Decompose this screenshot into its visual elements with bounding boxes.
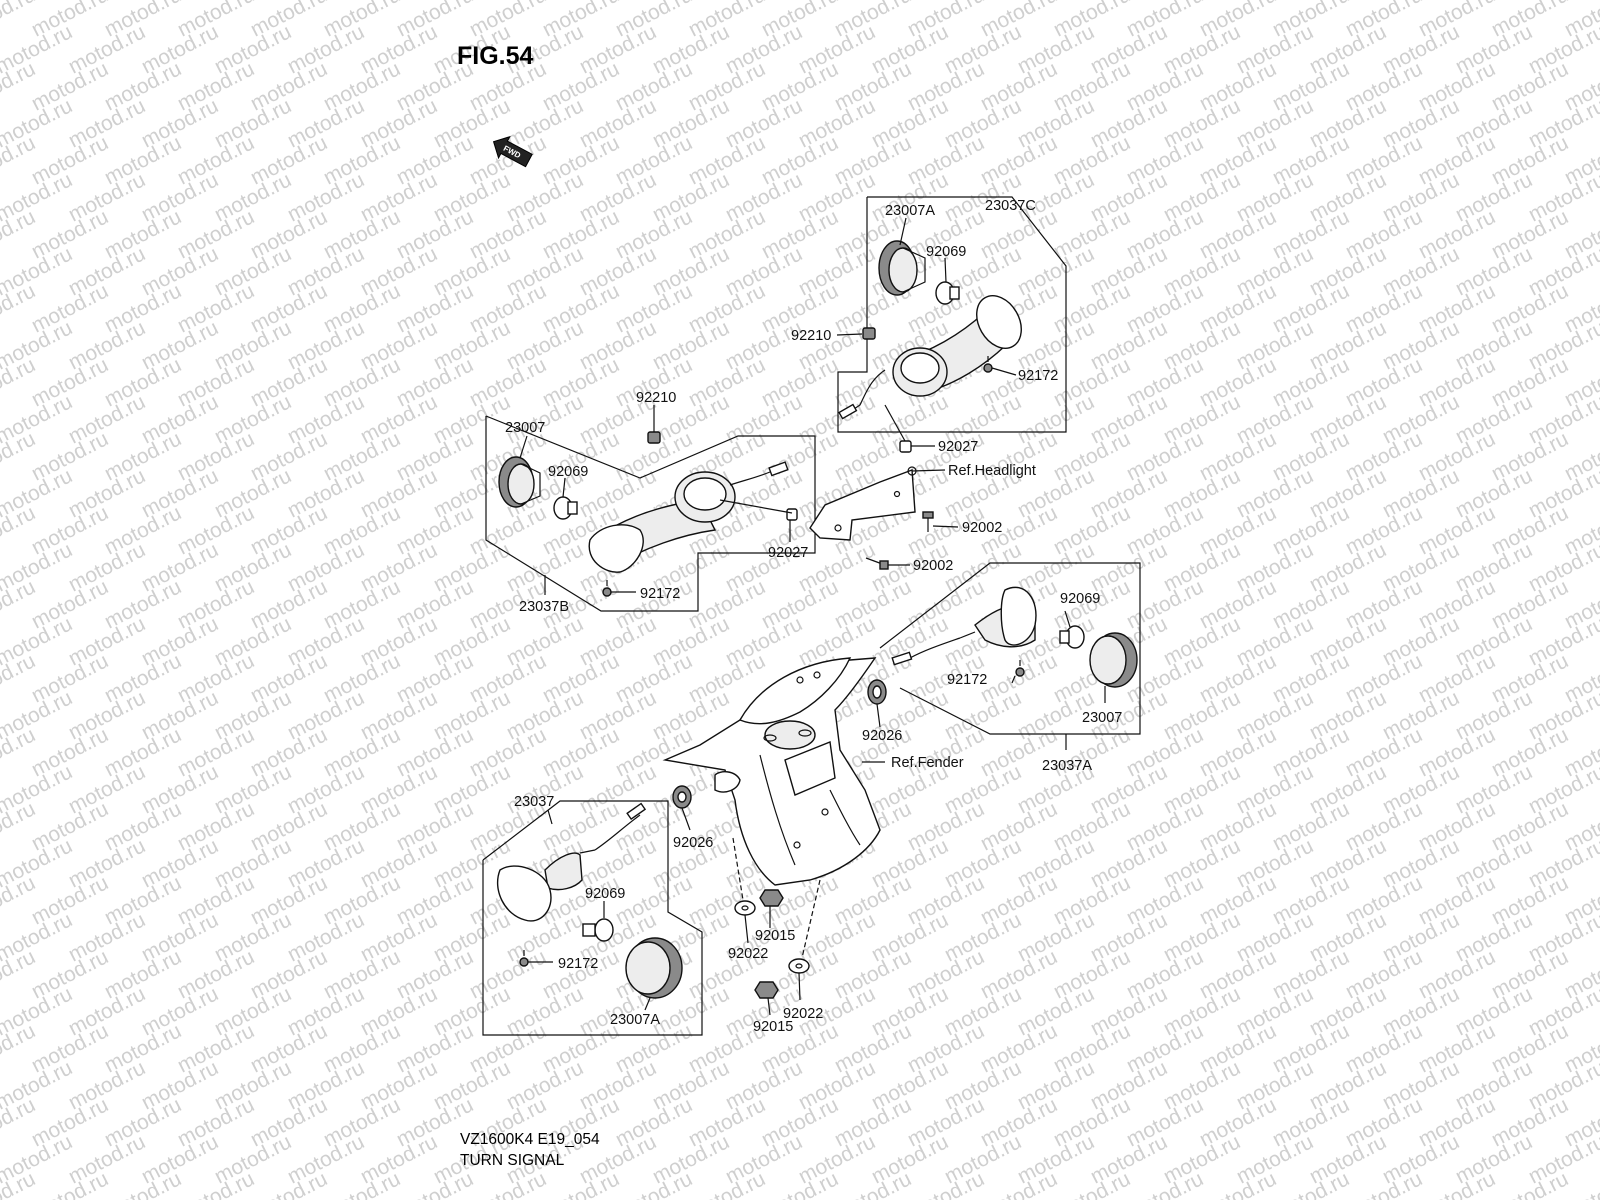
grommet-92210-left — [647, 431, 661, 444]
label-92069-left: 92069 — [548, 464, 588, 480]
label-23007-rear-right: 23007 — [1082, 710, 1122, 726]
figure-title: FIG.54 — [457, 42, 534, 70]
label-23007A-rear-left: 23007A — [610, 1012, 660, 1028]
label-92069-rear-left: 92069 — [585, 886, 625, 902]
label-23007-left: 23007 — [505, 420, 545, 436]
label-92172-rear-left: 92172 — [558, 956, 598, 972]
footer-model-code: VZ1600K4 E19_054 — [460, 1131, 600, 1148]
label-23037C: 23037C — [985, 198, 1036, 214]
grommet-92210-right — [862, 327, 876, 340]
label-92015-a: 92015 — [755, 928, 795, 944]
label-92002-b: 92002 — [913, 558, 953, 574]
label-92015-b: 92015 — [753, 1019, 793, 1035]
label-ref-fender: Ref.Fender — [891, 755, 964, 771]
label-92172-left: 92172 — [640, 586, 680, 602]
washer-92026-right — [867, 679, 887, 705]
label-92210-right: 92210 — [791, 328, 831, 344]
bulb-92069-left — [553, 496, 578, 520]
label-92027-left: 92027 — [768, 545, 808, 561]
label-92210-left: 92210 — [636, 390, 676, 406]
label-92172-rear-right: 92172 — [947, 672, 987, 688]
label-92027-right: 92027 — [938, 439, 978, 455]
label-23007A-top: 23007A — [885, 203, 935, 219]
nut-92015-a — [759, 889, 784, 907]
collar-92027-left — [786, 508, 798, 521]
label-23037: 23037 — [514, 794, 554, 810]
footer-section-title: TURN SIGNAL — [460, 1152, 565, 1169]
label-92022-a: 92022 — [728, 946, 768, 962]
washer-92022-a — [734, 900, 756, 916]
label-92069-rear-right: 92069 — [1060, 591, 1100, 607]
nut-92015-b — [754, 981, 779, 999]
label-92069-top: 92069 — [926, 244, 966, 260]
label-92026-left: 92026 — [673, 835, 713, 851]
label-23037B: 23037B — [519, 599, 569, 615]
label-92002-a: 92002 — [962, 520, 1002, 536]
washer-92022-b — [788, 958, 810, 974]
label-92026-right: 92026 — [862, 728, 902, 744]
bulb-92069-rear-left — [582, 918, 614, 942]
collar-92027-right — [899, 440, 912, 453]
group-outline-23037 — [482, 800, 703, 1036]
label-ref-headlight: Ref.Headlight — [948, 463, 1036, 479]
label-92172-right: 92172 — [1018, 368, 1058, 384]
label-23037A: 23037A — [1042, 758, 1092, 774]
washer-92026-left — [672, 785, 692, 809]
